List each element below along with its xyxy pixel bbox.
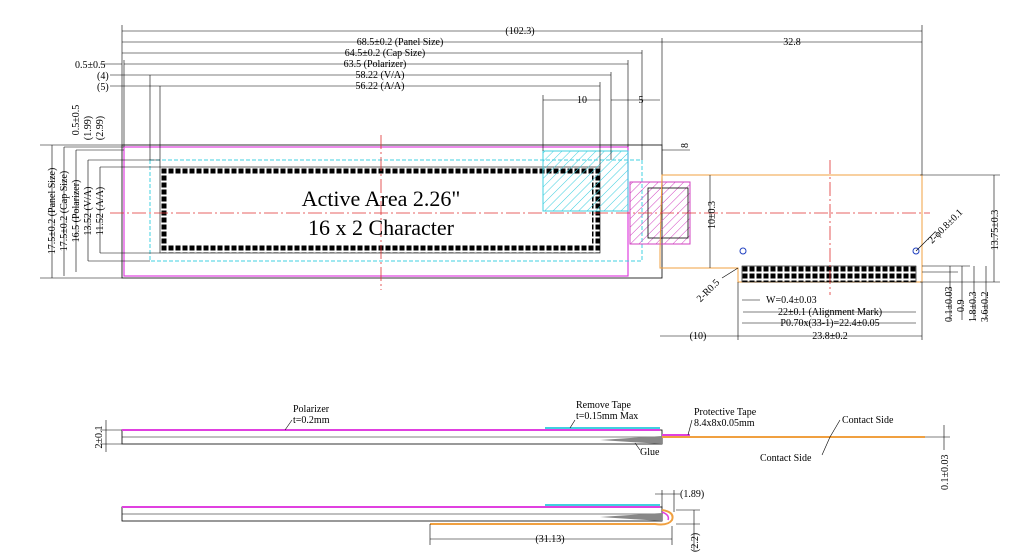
- dim-overall: (102.3): [505, 26, 534, 37]
- fpc-contacts: [741, 265, 917, 283]
- dim-fpc-holes: 2-ϕ0.8±0.1: [926, 207, 965, 246]
- dim-offset-5: (5): [97, 82, 109, 93]
- label-glue: Glue: [640, 447, 660, 458]
- alignment-mark-right: [912, 247, 920, 255]
- dim-left-va: 13.52 (V/A): [83, 187, 94, 236]
- dim-left-cap: 17.5±0.2 (Cap Size): [59, 171, 70, 251]
- dim-fpc-t18: 1.8±0.3: [968, 292, 979, 323]
- label-polarizer-t: t=0.2mm: [293, 415, 330, 426]
- dim-fpc-t36: 3.6±0.2: [980, 292, 991, 323]
- dim-panel-size: 68.5±0.2 (Panel Size): [357, 37, 444, 48]
- label-contact-side-2: Contact Side: [760, 453, 812, 464]
- dim-cap-size: 64.5±0.2 (Cap Size): [345, 48, 425, 59]
- side2-22: (2.2): [690, 533, 701, 552]
- remove-tape-area: [542, 150, 629, 212]
- dim-fpc-t01: 0.1±0.03: [944, 287, 955, 323]
- dim-fpc-238: 23.8±0.2: [812, 331, 848, 342]
- label-polarizer: Polarizer: [293, 404, 330, 415]
- label-remove-tape-t: t=0.15mm Max: [576, 411, 638, 422]
- label-remove-tape: Remove Tape: [576, 400, 631, 411]
- dim-offset-05: 0.5±0.5: [75, 60, 106, 71]
- label-protective-tape: Protective Tape: [694, 407, 757, 418]
- dim-polarizer: 63.5 (Polarizer): [344, 59, 407, 70]
- dim-left-polarizer: 16.5 (Polarizer): [71, 180, 82, 243]
- dim-offset-4: (4): [97, 71, 109, 82]
- dim-fpc-1375: 13.75±0.3: [990, 210, 1001, 251]
- active-area-title: Active Area 2.26": [302, 186, 461, 211]
- dim-left-panel: 17.5±0.2 (Panel Size): [47, 168, 58, 255]
- dim-left-299: (2.99): [95, 116, 106, 140]
- dim-left-aa: 11.52 (A/A): [95, 187, 106, 236]
- dim-fpc-r05: 2-R0.5: [695, 277, 722, 304]
- dim-va: 58.22 (V/A): [356, 70, 405, 81]
- dim-10: 10: [577, 95, 587, 106]
- side2-3113: (31.13): [535, 534, 564, 545]
- side-fpc-thickness: 0.1±0.03: [940, 455, 951, 491]
- dim-fpc-align: 22±0.1 (Alignment Mark): [778, 307, 882, 318]
- side-thickness: 2±0.1: [94, 426, 105, 449]
- side2-189: (1.89): [680, 489, 704, 500]
- dim-fpc-10b: (10): [690, 331, 707, 342]
- dim-fpc-length: 32.8: [783, 37, 801, 48]
- dim-left-05: 0.5±0.5: [71, 105, 82, 136]
- dim-aa: 56.22 (A/A): [356, 81, 405, 92]
- dim-fpc-t09: 0.9: [956, 300, 967, 313]
- character-format: 16 x 2 Character: [308, 215, 455, 240]
- dim-fpc-w: W=0.4±0.03: [766, 295, 817, 306]
- label-contact-side-1: Contact Side: [842, 415, 894, 426]
- dim-fpc-10: 10±0.3: [707, 201, 718, 229]
- dim-fpc-pitch: P0.70x(33-1)=22.4±0.05: [780, 318, 879, 329]
- dim-left-199: (1.99): [83, 116, 94, 140]
- alignment-mark-left: [739, 247, 747, 255]
- dim-fpc-8: 8: [680, 143, 691, 148]
- label-protective-tape-size: 8.4x8x0.05mm: [694, 418, 755, 429]
- dim-5: 5: [639, 95, 644, 106]
